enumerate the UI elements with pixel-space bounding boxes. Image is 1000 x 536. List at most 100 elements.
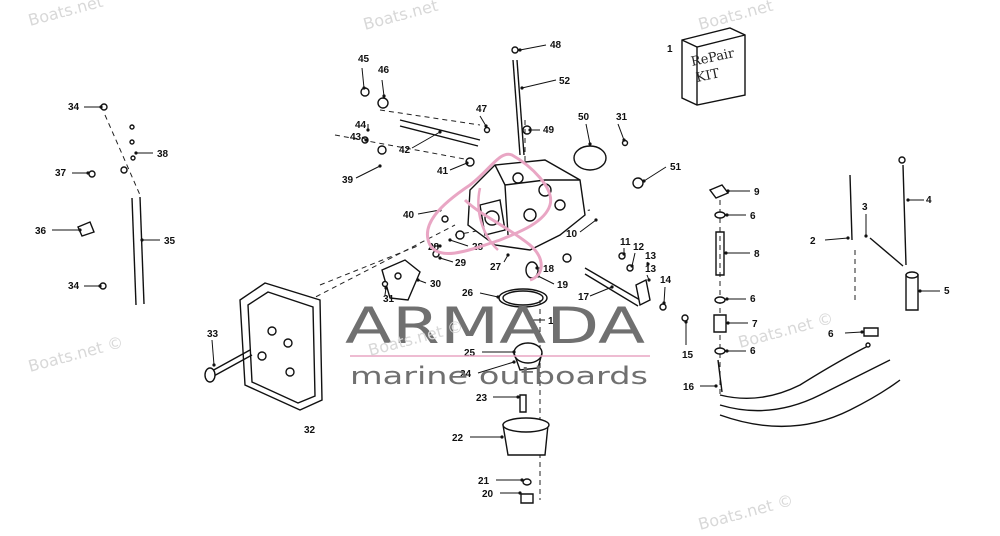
callout-leader-line <box>479 115 487 127</box>
carburetor-body <box>467 159 586 251</box>
callout-leader-line <box>211 339 215 366</box>
callout-label: 23 <box>476 393 488 404</box>
callout-leader-line <box>361 67 365 89</box>
callout-leader-dot <box>684 320 688 324</box>
right-column-parts <box>708 184 901 427</box>
callout-label: 48 <box>550 40 562 51</box>
callout-leader-line <box>631 252 636 267</box>
far-right-parts <box>849 156 919 348</box>
callout-leader-dot <box>594 218 598 222</box>
callout-leader-dot <box>714 384 718 388</box>
callout-label: 34 <box>68 281 80 292</box>
callout-label: 24 <box>460 369 472 380</box>
callout-leader-line <box>617 123 625 141</box>
callout-leader-dot <box>846 236 850 240</box>
callout-leader-dot <box>382 94 386 98</box>
callout-leader-dot <box>630 264 634 268</box>
callout-label: 40 <box>403 210 415 221</box>
callout-leader-line <box>589 286 613 297</box>
callout-label: 38 <box>157 149 169 160</box>
callout-label: 6 <box>750 294 756 305</box>
callout-label: 50 <box>578 112 590 123</box>
callout-label: 5 <box>944 286 950 297</box>
callout-label: 10 <box>566 229 578 240</box>
watermark: Boats.net © <box>26 332 125 376</box>
callout-label: 49 <box>543 125 555 136</box>
callout-label: 8 <box>754 249 760 260</box>
callout-leader-dot <box>726 189 730 193</box>
callout-leader-dot <box>610 285 614 289</box>
brand-overlay: ARMADA marine outboards Boats.net © <box>345 152 650 390</box>
callout-leader-dot <box>864 234 868 238</box>
screw-33 <box>204 349 253 383</box>
callout-label: 20 <box>482 489 494 500</box>
callout-label: 39 <box>342 175 354 186</box>
kit-label-line2: KIT <box>695 66 721 86</box>
callout-label: 14 <box>660 275 672 286</box>
callout-label: 44 <box>355 120 367 131</box>
callout-leader-line <box>449 239 469 247</box>
callout-label: 1 <box>667 44 673 55</box>
callout-leader-dot <box>518 48 522 52</box>
callout-leader-line <box>844 331 863 334</box>
callout-leader-line <box>381 79 385 97</box>
callout-label: 52 <box>559 76 571 87</box>
shaft-52 <box>511 46 532 156</box>
callout-label: 9 <box>754 187 760 198</box>
callout-leader-dot <box>512 350 516 354</box>
callout-label: 13 <box>645 264 657 275</box>
left-bracket-parts <box>77 103 145 306</box>
callout-leader-line <box>355 165 381 179</box>
callout-label: 35 <box>164 236 176 247</box>
callout-label: 33 <box>207 329 219 340</box>
brand-swirl-icon <box>425 152 553 255</box>
callout-leader-dot <box>918 289 922 293</box>
callout-leader-line <box>477 361 515 374</box>
callout-label: 37 <box>55 168 67 179</box>
callout-label: 31 <box>383 294 395 305</box>
callout-leader-dot <box>726 321 730 325</box>
callout-leader-line <box>643 166 667 182</box>
callout-leader-line <box>663 286 666 304</box>
callout-leader-dot <box>364 138 368 142</box>
callout-leader-dot <box>725 349 729 353</box>
callout-label: 16 <box>683 382 695 393</box>
brand-swirl-icon <box>477 187 499 251</box>
callout-label: 6 <box>828 329 834 340</box>
callout-leader-dot <box>98 284 102 288</box>
callout-label: 19 <box>548 316 560 327</box>
callout-leader-dot <box>438 256 442 260</box>
callout-leader-dot <box>99 105 103 109</box>
callout-leader-dot <box>642 179 646 183</box>
callout-leader-dot <box>140 238 144 242</box>
callout-label: 32 <box>304 425 316 436</box>
callout-label: 45 <box>358 54 370 65</box>
callout-leader-dot <box>78 228 82 232</box>
callout-leader-dot <box>622 252 626 256</box>
callout-leader-dot <box>362 86 366 90</box>
plug-50 <box>573 139 644 189</box>
callout-label: 19 <box>557 280 569 291</box>
callout-leader-line <box>519 44 547 51</box>
callout-label: 2 <box>810 236 816 247</box>
callout-leader-line <box>479 292 499 298</box>
callout-leader-dot <box>528 128 532 132</box>
callout-leader-dot <box>906 198 910 202</box>
callout-label: 21 <box>478 476 490 487</box>
repair-kit-box: RePair KIT <box>681 27 746 106</box>
callout-leader-line <box>579 219 597 233</box>
watermark: Boats.net <box>361 0 440 34</box>
callout-label: 13 <box>645 251 657 262</box>
callout-leader-dot <box>588 142 592 146</box>
callout-leader-dot <box>500 435 504 439</box>
watermark: Boats.net <box>696 0 775 34</box>
callout-leader-dot <box>465 161 469 165</box>
callout-label: 22 <box>452 433 464 444</box>
callout-leader-dot <box>438 244 442 248</box>
callout-label: 17 <box>578 292 590 303</box>
callout-leader-dot <box>506 253 510 257</box>
float-bowl-parts <box>498 261 550 504</box>
callout-label: 12 <box>633 242 645 253</box>
callout-leader-dot <box>516 395 520 399</box>
